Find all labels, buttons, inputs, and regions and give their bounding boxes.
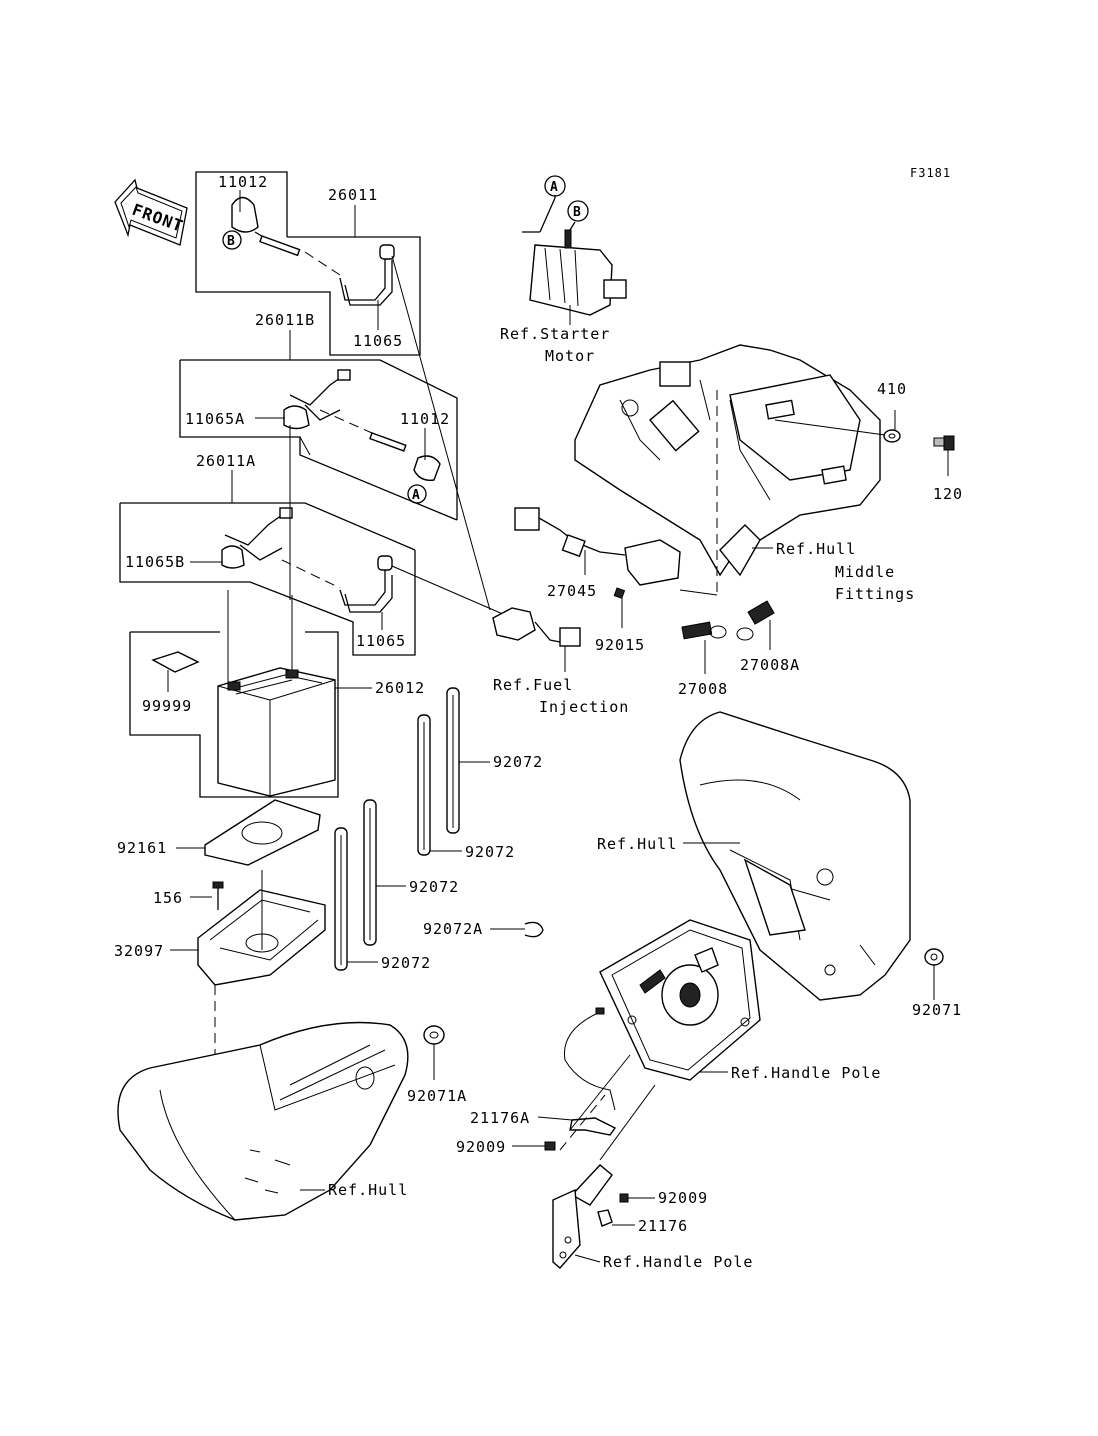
circle-b-top: B — [222, 230, 242, 250]
starter-motor — [522, 195, 627, 325]
svg-text:A: A — [550, 180, 559, 195]
cover-21176A — [537, 1116, 617, 1136]
svg-text:B: B — [227, 234, 236, 249]
label-92071: 92071 — [912, 1001, 962, 1019]
circle-a-top: A — [544, 175, 566, 197]
handle-pole-switch — [552, 1054, 656, 1269]
battery-26012 — [217, 590, 372, 797]
key-27008 — [681, 621, 727, 674]
reference-labels: Ref.Starter Motor Ref.Hull Middle Fittin… — [328, 325, 915, 1271]
bolt-156 — [190, 881, 224, 910]
label-92072-3: 92072 — [409, 878, 459, 896]
label-92072-4: 92072 — [381, 954, 431, 972]
kit-26011A-frame — [119, 502, 416, 656]
hull-left — [117, 1021, 409, 1221]
washer-410 — [883, 410, 901, 443]
label-21176: 21176 — [638, 1217, 688, 1235]
label-11012-top: 11012 — [218, 173, 268, 191]
ref-handle-pole-1: Ref.Handle Pole — [731, 1064, 881, 1082]
label-26011: 26011 — [328, 186, 378, 204]
washer-92071A — [423, 1025, 445, 1080]
label-156: 156 — [153, 889, 183, 907]
part-labels: 11012 26011 11065 26011B 11065A 11012 26… — [114, 173, 963, 1235]
label-11065-top: 11065 — [353, 332, 403, 350]
bolt-120 — [933, 435, 955, 476]
ref-handle-pole-2: Ref.Handle Pole — [603, 1253, 753, 1271]
label-92072-2: 92072 — [465, 843, 515, 861]
battery-pad-92161 — [176, 799, 321, 866]
label-27008: 27008 — [678, 680, 728, 698]
svg-text:B: B — [573, 205, 582, 220]
label-11065A: 11065A — [185, 410, 245, 428]
ref-starter-line2: Motor — [545, 347, 595, 365]
label-92161: 92161 — [117, 839, 167, 857]
label-99999: 99999 — [142, 697, 192, 715]
ref-fuel-line2: Injection — [539, 698, 629, 716]
battery-case-32097 — [170, 870, 326, 1170]
label-11065-low: 11065 — [356, 632, 406, 650]
battery-straps — [334, 687, 490, 971]
label-92015: 92015 — [595, 636, 645, 654]
ref-fuel-line1: Ref.Fuel — [493, 676, 573, 694]
label-26011B: 26011B — [255, 311, 315, 329]
figure-id: F3181 — [910, 166, 951, 180]
label-410: 410 — [877, 380, 907, 398]
label-92009-2: 92009 — [658, 1189, 708, 1207]
label-11012-mid: 11012 — [400, 410, 450, 428]
circle-a-mid: A — [407, 484, 427, 504]
cable-26011-top — [231, 196, 491, 611]
wire-lead — [563, 1007, 616, 1111]
cable-26011A — [221, 507, 506, 616]
label-92072-1: 92072 — [493, 753, 543, 771]
harness-27045 — [514, 507, 718, 628]
handle-pole-plate — [599, 919, 761, 1081]
hull-right — [679, 711, 911, 1001]
key-27008A — [736, 600, 775, 650]
circle-b-starter: B — [567, 200, 589, 222]
label-26011A: 26011A — [196, 452, 256, 470]
label-26012: 26012 — [375, 679, 425, 697]
ref-hull-right: Ref.Hull — [597, 835, 677, 853]
kit-26012-frame — [129, 631, 339, 798]
kit-26011-frame — [195, 171, 421, 356]
label-21176A: 21176A — [470, 1109, 530, 1127]
label-92071A: 92071A — [407, 1087, 467, 1105]
label-120: 120 — [933, 485, 963, 503]
ref-starter-line1: Ref.Starter — [500, 325, 610, 343]
clip-92072A — [490, 921, 544, 938]
washer-92071 — [924, 948, 944, 1000]
ref-hull-middle-line3: Fittings — [835, 585, 915, 603]
sticker-99999 — [151, 651, 200, 692]
screw-92009-b — [619, 1193, 655, 1203]
label-32097: 32097 — [114, 942, 164, 960]
ref-hull-middle-line1: Ref.Hull — [776, 540, 856, 558]
cable-26011B — [283, 369, 441, 481]
fuel-injection-relay — [492, 607, 581, 672]
label-11065B: 11065B — [125, 553, 185, 571]
label-27045: 27045 — [547, 582, 597, 600]
leader-lines — [190, 190, 773, 630]
front-arrow-icon: FRONT — [114, 178, 188, 246]
label-27008A: 27008A — [740, 656, 800, 674]
clip-21176 — [597, 1209, 635, 1227]
svg-text:A: A — [412, 488, 421, 503]
label-92072A: 92072A — [423, 920, 483, 938]
ref-hull-left: Ref.Hull — [328, 1181, 408, 1199]
ref-hull-middle-line2: Middle — [835, 563, 895, 581]
screw-92009-a — [512, 1141, 556, 1151]
hull-middle-fittings — [574, 344, 881, 595]
label-92009-1: 92009 — [456, 1138, 506, 1156]
